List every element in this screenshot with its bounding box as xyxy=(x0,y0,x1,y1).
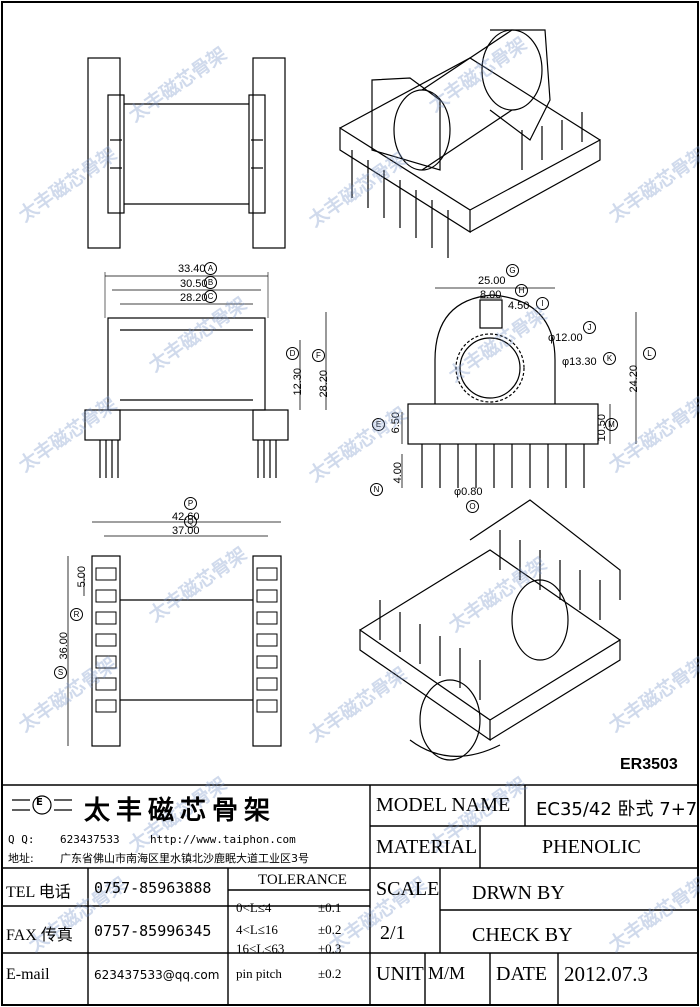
dim-C-value: 28.20 xyxy=(180,292,208,304)
tolerance-value: ±0.1 xyxy=(318,900,342,915)
dim-A-marker: A xyxy=(204,262,217,275)
side-view-top xyxy=(87,57,286,249)
qq-label: Q Q: xyxy=(8,833,35,846)
isometric-view-2 xyxy=(359,499,621,761)
isometric-view-1 xyxy=(339,29,601,258)
dim-E-marker: E xyxy=(372,418,385,431)
material-value: PHENOLIC xyxy=(542,836,641,858)
dim-S-marker: S xyxy=(54,666,67,679)
tel-value: 0757-85963888 xyxy=(94,879,212,897)
tolerance-value: ±0.2 xyxy=(318,966,342,981)
logo-letter-icon: E xyxy=(36,797,43,808)
dim-L-marker: L xyxy=(643,347,656,360)
dim-L-value: 24.20 xyxy=(628,365,640,393)
dim-C-marker: C xyxy=(204,290,217,303)
dim-G-value: 25.00 xyxy=(478,275,506,287)
fax-value: 0757-85996345 xyxy=(94,922,212,940)
unit-label: UNIT xyxy=(376,963,424,985)
check-by-label: CHECK BY xyxy=(472,924,573,946)
model-name-label: MODEL NAME xyxy=(376,794,511,816)
dim-H-marker: H xyxy=(515,284,528,297)
end-view xyxy=(401,287,637,488)
tolerance-range: pin pitch xyxy=(236,966,282,981)
address: 广东省佛山市南海区里水镇北沙鹿眠大道工业区3号 xyxy=(60,852,309,865)
email-label: E-mail xyxy=(6,966,50,983)
dim-D-marker: D xyxy=(286,347,299,360)
qq-value: 623437533 xyxy=(60,833,120,846)
tolerance-value: ±0.3 xyxy=(318,941,342,956)
dim-F-value: 28.20 xyxy=(318,370,330,398)
drawn-by-label: DRWN BY xyxy=(472,882,565,904)
tolerance-range: 4<L≤16 xyxy=(236,922,278,937)
dim-Q-marker: Q xyxy=(184,515,197,528)
tolerance-title: TOLERANCE xyxy=(258,872,347,888)
title-block-grid xyxy=(2,784,698,1005)
company-logo xyxy=(12,795,72,815)
dim-G-marker: G xyxy=(506,264,519,277)
part-number: ER3503 xyxy=(620,756,678,773)
dim-Q-value: 37.00 xyxy=(172,525,200,537)
dim-E-value: 6.50 xyxy=(390,412,402,434)
tel-label: TEL 电话 xyxy=(6,884,71,901)
bottom-view xyxy=(67,521,282,747)
front-view xyxy=(84,272,327,478)
tolerance-range: 16<L≤63 xyxy=(236,941,285,956)
date-label: DATE xyxy=(496,963,548,985)
dim-R-value: 5.00 xyxy=(76,566,88,588)
dim-B-marker: B xyxy=(204,276,217,289)
tolerance-value: ±0.2 xyxy=(318,922,342,937)
model-name: EC35/42 卧式 7+7 xyxy=(536,799,698,820)
dim-M-marker: M xyxy=(605,418,618,431)
tolerance-range: 0<L≤4 xyxy=(236,900,272,915)
unit-value: M/M xyxy=(428,963,466,983)
dim-H-value: 8.00 xyxy=(480,289,502,301)
fax-label: FAX 传真 xyxy=(6,927,73,944)
address-label: 地址: xyxy=(8,852,34,865)
dim-J-marker: J xyxy=(583,321,596,334)
dim-B-value: 30.50 xyxy=(180,278,208,290)
scale-value: 2/1 xyxy=(380,922,406,944)
dim-J-value: φ12.00 xyxy=(548,332,583,344)
company-name: 太丰磁芯骨架 xyxy=(84,796,277,825)
dim-K-value: φ13.30 xyxy=(562,356,597,368)
website: http://www.taiphon.com xyxy=(150,833,296,846)
dim-I-value: 4.50 xyxy=(508,300,530,312)
dim-A-value: 33.40 xyxy=(178,263,206,275)
email-value: 623437533@qq.com xyxy=(94,968,220,982)
dim-S-value: 36.00 xyxy=(58,632,70,660)
dim-O-marker: O xyxy=(466,500,479,513)
material-label: MATERIAL xyxy=(376,836,478,858)
dim-F-marker: F xyxy=(312,349,325,362)
dim-R-marker: R xyxy=(70,608,83,621)
dim-P-marker: P xyxy=(184,497,197,510)
dim-I-marker: I xyxy=(536,297,549,310)
dim-N-marker: N xyxy=(370,483,383,496)
dim-D-value: 12.30 xyxy=(292,368,304,396)
date-value: 2012.07.3 xyxy=(564,962,648,986)
dim-N-value: 4.00 xyxy=(392,462,404,484)
dim-O-value: φ0.80 xyxy=(454,486,483,498)
scale-label: SCALE xyxy=(376,878,440,900)
dim-K-marker: K xyxy=(603,352,616,365)
